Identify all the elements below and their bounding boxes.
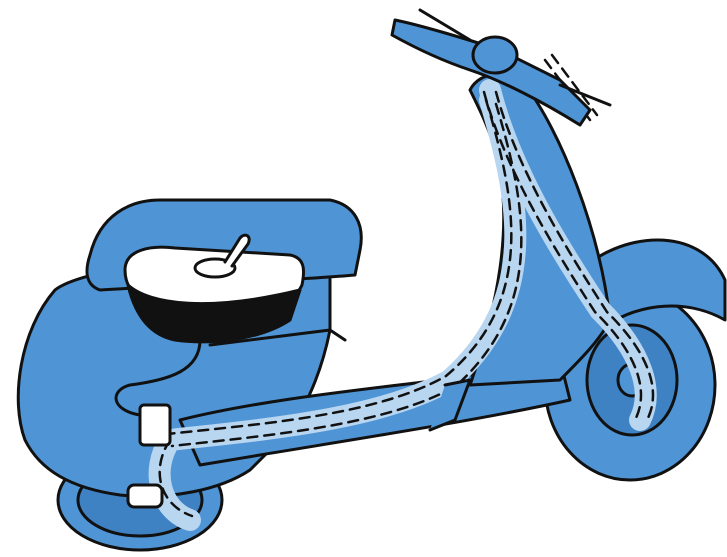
lower-fitting (128, 485, 162, 507)
headlight (473, 37, 517, 73)
carburetor (140, 405, 170, 445)
